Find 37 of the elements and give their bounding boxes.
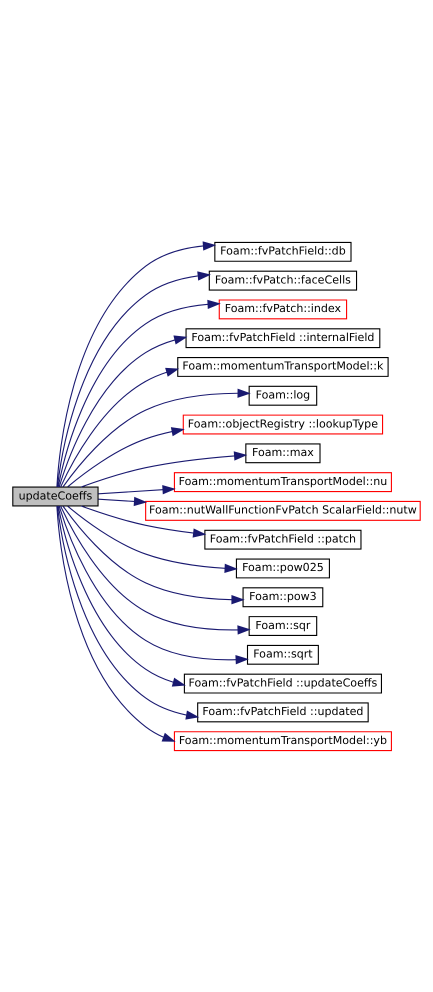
arrow [58,505,186,686]
node-box: Foam::momentumTransportModel::yb [174,730,392,751]
node-box: Foam::fvPatchField ::patch [204,529,362,550]
node-box: Foam::pow025 [236,558,330,578]
node-box: Foam::pow3 [242,586,324,607]
node-box: Foam::objectRegistry ::lookupType [182,414,384,434]
node-box: Foam::log [248,385,318,406]
arrow [98,484,176,494]
node-box: Foam::sqr [248,616,318,636]
node-box: Foam::fvPatchField ::updateCoeffs [184,673,382,694]
arrow [67,505,238,572]
node-box: Foam::momentumTransportModel::nu [174,472,392,492]
arrow [98,496,148,506]
node-box: Foam::fvPatchField::db [214,241,352,262]
arrow [67,426,185,487]
arrow [58,505,249,664]
arrow [60,505,251,634]
arrow [60,367,180,487]
node-box: Foam::nutWallFunctionFvPatch ScalarField::nutw [145,500,421,520]
node-box: Foam::sqrt [246,644,319,664]
node-box: updateCoeffs [12,486,99,506]
node-box: Foam::fvPatch::index [218,298,348,319]
arrow [56,506,200,720]
arrow [62,505,245,604]
node-box: Foam::fvPatchField ::internalField [186,328,380,348]
arrow [56,505,176,742]
node-box: Foam::max [245,442,321,463]
arrow [58,299,221,487]
node-box: Foam::fvPatchField ::updated [197,702,369,722]
node-box: Foam::momentumTransportModel::k [177,356,389,376]
arrow [80,504,206,538]
arrow [56,240,216,487]
arrow [58,334,188,487]
arrow [56,270,211,486]
arrow [80,450,248,488]
arrow [62,388,251,487]
node-box: Foam::fvPatch::faceCells [208,270,358,290]
